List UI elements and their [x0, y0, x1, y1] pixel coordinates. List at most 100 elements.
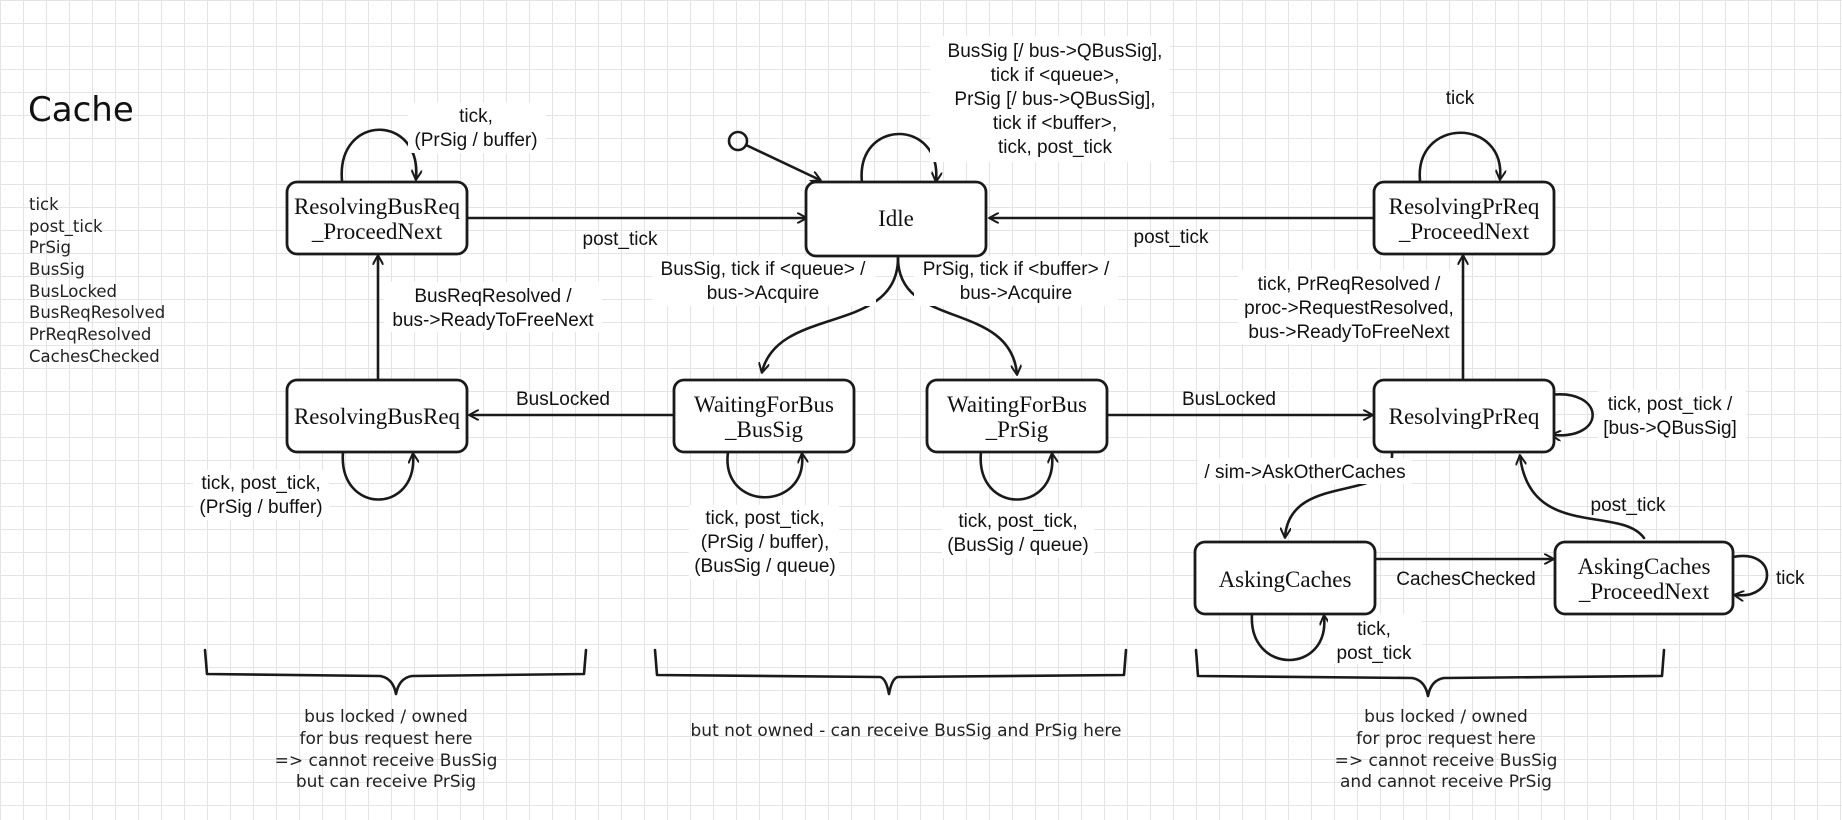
- edge-label-line: bus->Acquire: [707, 283, 819, 304]
- state-waiting-for-bus-bussig[interactable]: WaitingForBus _BusSig: [672, 378, 856, 454]
- loop-rprn: [1418, 131, 1501, 183]
- state-label: ResolvingPrReq: [1389, 404, 1540, 429]
- edge-label-line: BusSig, tick if <queue> /: [661, 259, 867, 280]
- brace-right: [1194, 648, 1666, 698]
- edge-label-line: / sim->AskOtherCaches: [1204, 462, 1405, 483]
- edge-label-line: PrSig, tick if <buffer> /: [923, 259, 1110, 280]
- note-line: for bus request here: [300, 729, 473, 749]
- state-asking-caches-proceed-next[interactable]: AskingCaches _ProceedNext: [1553, 540, 1735, 616]
- edge-label-line: tick, post_tick: [998, 137, 1113, 158]
- note-line: but can receive PrSig: [296, 772, 476, 792]
- label-idle-self: BusSig [/ bus->QBusSig], tick if <queue>…: [930, 36, 1170, 162]
- state-resolving-pr-req[interactable]: ResolvingPrReq: [1372, 378, 1556, 454]
- state-label: AskingCaches: [1219, 567, 1352, 592]
- label-wbb-self: tick, post_tick, (PrSig / buffer), (BusS…: [689, 505, 839, 579]
- edge-label-line: tick,: [459, 106, 493, 127]
- label-rbrn-self: tick, (PrSig / buffer): [408, 103, 546, 153]
- state-idle[interactable]: Idle: [804, 180, 988, 258]
- legend-item: CachesChecked: [29, 347, 160, 366]
- state-resolving-bus-req[interactable]: ResolvingBusReq: [285, 378, 469, 454]
- legend-item: PrSig: [29, 238, 71, 257]
- initial-state-marker: [727, 130, 749, 152]
- edge-label-line: tick,: [1357, 619, 1391, 640]
- edge-acn-to-rpr: [1520, 456, 1646, 540]
- edge-label-line: proc->RequestResolved,: [1244, 298, 1454, 319]
- label-rprn-to-idle: post_tick: [1134, 227, 1209, 248]
- loop-rpr: [1548, 393, 1594, 435]
- label-rbr-self: tick, post_tick, (PrSig / buffer): [193, 470, 329, 520]
- note-line: for proc request here: [1356, 729, 1536, 749]
- legend-item: BusSig: [29, 260, 85, 279]
- note-middle: but not owned - can receive BusSig and P…: [691, 721, 1122, 741]
- edge-label-line: tick, PrReqResolved /: [1258, 274, 1441, 295]
- edge-label-line: tick, post_tick,: [958, 511, 1077, 532]
- edge-label-line: bus->ReadyToFreeNext: [1248, 322, 1450, 343]
- loop-idle: [860, 132, 937, 185]
- label-ac-to-acn: CachesChecked: [1396, 569, 1535, 590]
- state-waiting-for-bus-prsig[interactable]: WaitingForBus _PrSig: [925, 378, 1109, 454]
- edge-label-line: BusReqResolved /: [414, 286, 572, 307]
- edge-label-line: bus->ReadyToFreeNext: [392, 310, 594, 331]
- note-line: => cannot receive BusSig: [1335, 751, 1558, 771]
- edge-label-line: post_tick: [1337, 643, 1412, 664]
- state-label: ResolvingBusReq: [294, 404, 461, 429]
- diagram-title: Cache: [28, 90, 134, 130]
- label-idle-to-wbp: PrSig, tick if <buffer> / bus->Acquire: [914, 256, 1118, 306]
- loop-wbb: [726, 450, 802, 499]
- label-rbrn-to-idle: post_tick: [583, 229, 658, 250]
- edge-label-line: bus->Acquire: [960, 283, 1072, 304]
- state-label: AskingCaches: [1578, 554, 1711, 579]
- note-left: bus locked / owned for bus request here …: [275, 707, 498, 792]
- legend-item: tick: [29, 195, 59, 214]
- state-resolving-bus-req-proceed-next[interactable]: ResolvingBusReq _ProceedNext: [285, 180, 469, 256]
- edge-label-line: tick if <queue>,: [991, 65, 1120, 86]
- loop-rbr: [341, 450, 413, 501]
- label-wbp-to-rpr: BusLocked: [1182, 389, 1276, 410]
- note-right: bus locked / owned for proc request here…: [1335, 707, 1558, 792]
- edge-label-line: [bus->QBusSig]: [1603, 418, 1737, 439]
- edge-label-line: tick if <buffer>,: [993, 113, 1117, 134]
- edge-label-line: tick, post_tick,: [705, 508, 824, 529]
- state-label: Idle: [878, 206, 914, 231]
- note-line: bus locked / owned: [1364, 707, 1528, 727]
- signal-legend: tick post_tick PrSig BusSig BusLocked Bu…: [29, 195, 165, 366]
- state-label: _PrSig: [985, 417, 1049, 442]
- label-wbp-self: tick, post_tick, (BusSig / queue): [942, 508, 1094, 558]
- note-line: but not owned - can receive BusSig and P…: [691, 721, 1122, 741]
- state-label: ResolvingPrReq: [1389, 194, 1540, 219]
- label-rpr-to-rprn: tick, PrReqResolved / proc->RequestResol…: [1238, 270, 1460, 344]
- edge-label-line: tick, post_tick,: [201, 473, 320, 494]
- brace-left: [203, 648, 588, 696]
- edge-initial-to-idle: [744, 143, 820, 180]
- edge-idle-to-wbp: [896, 256, 1017, 374]
- state-label: WaitingForBus: [694, 392, 834, 417]
- state-label: _ProceedNext: [1398, 219, 1530, 244]
- edge-label-line: tick, post_tick /: [1608, 394, 1733, 415]
- edge-label-line: BusSig [/ bus->QBusSig],: [948, 41, 1163, 62]
- state-label: _BusSig: [724, 417, 803, 442]
- state-resolving-pr-req-proceed-next[interactable]: ResolvingPrReq _ProceedNext: [1372, 180, 1556, 256]
- note-line: bus locked / owned: [304, 707, 468, 727]
- state-asking-caches[interactable]: AskingCaches: [1193, 540, 1377, 616]
- label-rpr-self: tick, post_tick / [bus->QBusSig]: [1598, 390, 1746, 440]
- edge-label-line: (PrSig / buffer): [414, 130, 537, 151]
- label-acn-to-rpr: post_tick: [1591, 495, 1666, 516]
- label-rbr-to-rbrn: BusReqResolved / bus->ReadyToFreeNext: [384, 282, 602, 332]
- state-label: _ProceedNext: [311, 219, 443, 244]
- legend-item: PrReqResolved: [29, 325, 151, 344]
- state-label: WaitingForBus: [947, 392, 1087, 417]
- label-wbb-to-rbr: BusLocked: [516, 389, 610, 410]
- legend-item: BusReqResolved: [29, 303, 165, 322]
- brace-middle: [653, 648, 1128, 696]
- state-label: _ProceedNext: [1578, 579, 1710, 604]
- edge-label-line: PrSig [/ bus->QBusSig],: [954, 89, 1155, 110]
- edge-label-line: (PrSig / buffer): [199, 497, 322, 518]
- label-idle-to-wbb: BusSig, tick if <queue> / bus->Acquire: [652, 256, 876, 306]
- note-line: and cannot receive PrSig: [1340, 772, 1552, 792]
- loop-rbrn: [340, 128, 417, 183]
- legend-item: BusLocked: [29, 282, 117, 301]
- loop-wbp: [979, 450, 1053, 501]
- label-acn-self: tick: [1776, 568, 1805, 589]
- label-rpr-to-ac: / sim->AskOtherCaches: [1198, 458, 1412, 484]
